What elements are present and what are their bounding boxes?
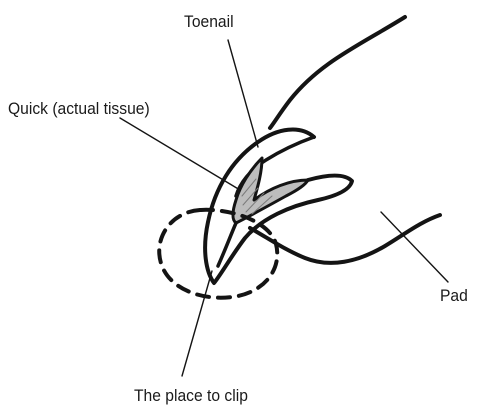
leader-line-pad [381, 212, 448, 282]
toe-outline-lower [250, 215, 440, 263]
label-toenail: Toenail [184, 12, 234, 32]
leader-line-clip [182, 271, 212, 376]
label-pad: Pad [440, 286, 468, 306]
toe-outline-upper [270, 17, 405, 128]
toenail-inner-lower [218, 223, 236, 266]
label-quick: Quick (actual tissue) [8, 99, 150, 119]
quick-tissue [233, 158, 308, 223]
leader-line-toenail [228, 40, 258, 147]
leader-line-quick [120, 118, 240, 190]
label-clip-place: The place to clip [134, 386, 248, 406]
